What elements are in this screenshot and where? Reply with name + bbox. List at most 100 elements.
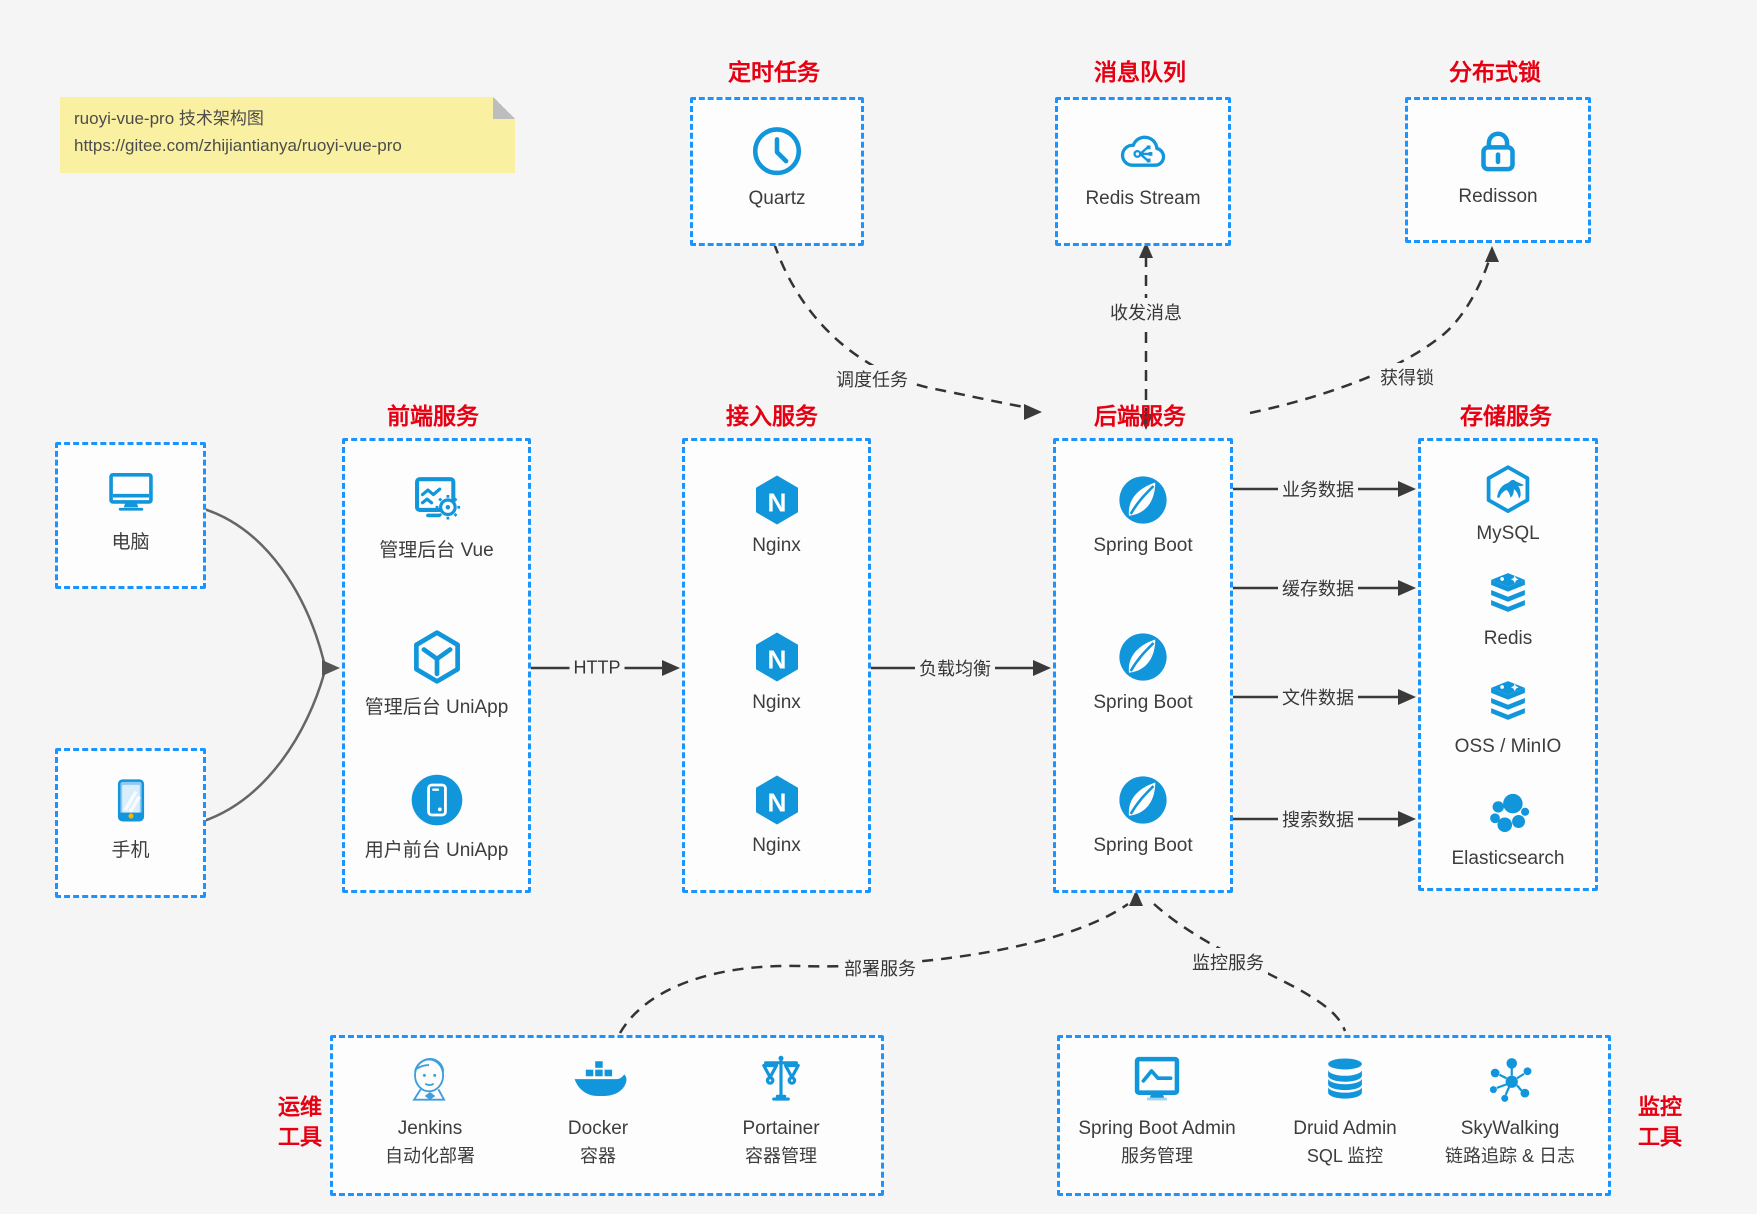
node-label: Redisson xyxy=(1458,186,1538,207)
edge-deploy-curve xyxy=(618,902,1129,1034)
node-sublabel: 服务管理 xyxy=(1121,1146,1193,1166)
node-user-uniapp: 用户前台 UniApp xyxy=(345,771,528,862)
phone-icon xyxy=(58,771,203,829)
node-label: Druid Admin xyxy=(1293,1118,1397,1139)
node-mysql: MySQL xyxy=(1421,463,1595,545)
group-storage-title: 存储服务 xyxy=(1460,403,1552,429)
node-label: Nginx xyxy=(752,692,801,713)
edge-acquire-lock-arrowhead xyxy=(1485,246,1499,262)
group-lock-title: 分布式锁 xyxy=(1449,59,1541,85)
node-label: Spring Boot xyxy=(1093,535,1193,556)
portainer-icon xyxy=(691,1048,871,1112)
svg-text:N: N xyxy=(767,788,786,818)
docker-icon xyxy=(508,1048,688,1112)
group-backend-title: 后端服务 xyxy=(1094,403,1186,429)
edge-label-http: HTTP xyxy=(569,656,625,680)
node-elasticsearch: Elasticsearch xyxy=(1421,788,1595,870)
node-sublabel: 容器 xyxy=(580,1146,616,1166)
edge-label-business-data: 业务数据 xyxy=(1278,475,1358,503)
node-nginx-1: N Nginx xyxy=(685,471,868,557)
group-monitor-box: Spring Boot Admin 服务管理 Druid Admin SQL 监… xyxy=(1057,1035,1611,1196)
node-label: Nginx xyxy=(752,835,801,856)
node-label: Elasticsearch xyxy=(1451,848,1565,869)
node-docker: Docker 容器 xyxy=(508,1048,688,1168)
node-quartz: Quartz xyxy=(693,124,861,210)
group-monitor-title: 监控 工具 xyxy=(1638,1092,1682,1151)
node-label: Quartz xyxy=(748,188,806,209)
edge-label-acquire-lock: 获得锁 xyxy=(1376,363,1438,391)
node-label: Jenkins xyxy=(397,1118,463,1139)
node-label: 管理后台 Vue xyxy=(379,540,494,561)
node-nginx-2: N Nginx xyxy=(685,628,868,714)
node-spring-boot-admin: Spring Boot Admin 服务管理 xyxy=(1052,1048,1262,1168)
group-scheduler-box: Quartz xyxy=(690,97,864,246)
node-redisson: Redisson xyxy=(1408,122,1588,208)
group-ops-title-line1: 运维 xyxy=(277,1094,323,1120)
edge-message-arrowhead-up xyxy=(1139,242,1153,258)
nginx-icon: N xyxy=(685,771,868,829)
node-portainer: Portainer 容器管理 xyxy=(691,1048,871,1168)
node-label: Nginx xyxy=(752,535,801,556)
group-mq-title: 消息队列 xyxy=(1094,59,1186,85)
node-sublabel: 容器管理 xyxy=(745,1146,817,1166)
edge-pc-to-frontend-line xyxy=(200,506,326,663)
group-access-title: 接入服务 xyxy=(726,403,818,429)
node-label: OSS / MinIO xyxy=(1454,736,1562,757)
note-url: https://gitee.com/zhijiantianya/ruoyi-vu… xyxy=(74,136,402,156)
group-ops-title-line2: 工具 xyxy=(277,1124,323,1149)
user-app-icon xyxy=(345,771,528,829)
node-phone: 手机 xyxy=(58,771,203,862)
spring-boot-icon xyxy=(1056,771,1230,829)
spring-boot-icon xyxy=(1056,628,1230,686)
druid-icon xyxy=(1255,1048,1435,1112)
spring-boot-admin-icon xyxy=(1052,1048,1262,1112)
node-label: MySQL xyxy=(1476,523,1540,544)
node-label: Portainer xyxy=(742,1118,820,1139)
edge-label-file-data: 文件数据 xyxy=(1278,683,1358,711)
edge-file-data-arrowhead xyxy=(1398,689,1416,705)
node-sublabel: 链路追踪 & 日志 xyxy=(1444,1146,1575,1166)
node-label: Spring Boot Admin xyxy=(1078,1118,1236,1139)
node-pc: 电脑 xyxy=(58,463,203,554)
node-admin-vue: 管理后台 Vue xyxy=(345,471,528,562)
node-jenkins: Jenkins 自动化部署 xyxy=(340,1048,520,1168)
node-label: 管理后台 UniApp xyxy=(364,697,509,718)
edge-business-data-arrowhead xyxy=(1398,481,1416,497)
svg-text:N: N xyxy=(767,488,786,518)
node-skywalking: SkyWalking 链路追踪 & 日志 xyxy=(1420,1048,1600,1168)
group-phone-box: 手机 xyxy=(55,748,206,898)
edge-label-search-data: 搜索数据 xyxy=(1278,805,1358,833)
edge-http-arrowhead xyxy=(662,660,680,676)
note-title: ruoyi-vue-pro 技术架构图 xyxy=(74,109,264,128)
edge-monitor-curve xyxy=(1153,903,1347,1032)
spring-boot-icon xyxy=(1056,471,1230,529)
group-backend-box: Spring Boot Spring Boot Spring Boot xyxy=(1053,438,1233,893)
group-ops-title: 运维 工具 xyxy=(278,1092,322,1151)
edge-label-monitor-service: 监控服务 xyxy=(1188,948,1268,976)
lock-icon xyxy=(1408,122,1588,180)
group-lock-box: Redisson xyxy=(1405,97,1591,243)
edge-label-send-receive-msg: 收发消息 xyxy=(1106,298,1186,326)
group-access-box: N Nginx N Nginx N Nginx xyxy=(682,438,871,893)
node-label: 用户前台 UniApp xyxy=(364,840,509,861)
node-spring-boot-1: Spring Boot xyxy=(1056,471,1230,557)
edge-label-load-balance: 负载均衡 xyxy=(915,654,995,682)
group-ops-box: Jenkins 自动化部署 Docker 容器 Po xyxy=(330,1035,884,1196)
node-redis-stream: Redis Stream xyxy=(1058,124,1228,210)
edge-cache-data-arrowhead xyxy=(1398,580,1416,596)
edge-devices-arrowhead xyxy=(322,660,340,676)
node-label: Docker xyxy=(567,1118,629,1139)
node-sublabel: SQL 监控 xyxy=(1306,1146,1384,1166)
desktop-icon xyxy=(58,463,203,521)
svg-text:N: N xyxy=(767,645,786,675)
node-spring-boot-2: Spring Boot xyxy=(1056,628,1230,714)
edge-label-cache-data: 缓存数据 xyxy=(1278,574,1358,602)
node-admin-uniapp: 管理后台 UniApp xyxy=(345,628,528,719)
edge-search-data-arrowhead xyxy=(1398,811,1416,827)
edge-acquire-lock-curve xyxy=(1249,253,1493,415)
uniapp-cube-icon xyxy=(345,628,528,686)
edge-load-balance-arrowhead xyxy=(1033,660,1051,676)
sticky-note: ruoyi-vue-pro 技术架构图 https://gitee.com/zh… xyxy=(60,97,515,173)
node-label: Spring Boot xyxy=(1093,835,1193,856)
jenkins-icon xyxy=(340,1048,520,1112)
